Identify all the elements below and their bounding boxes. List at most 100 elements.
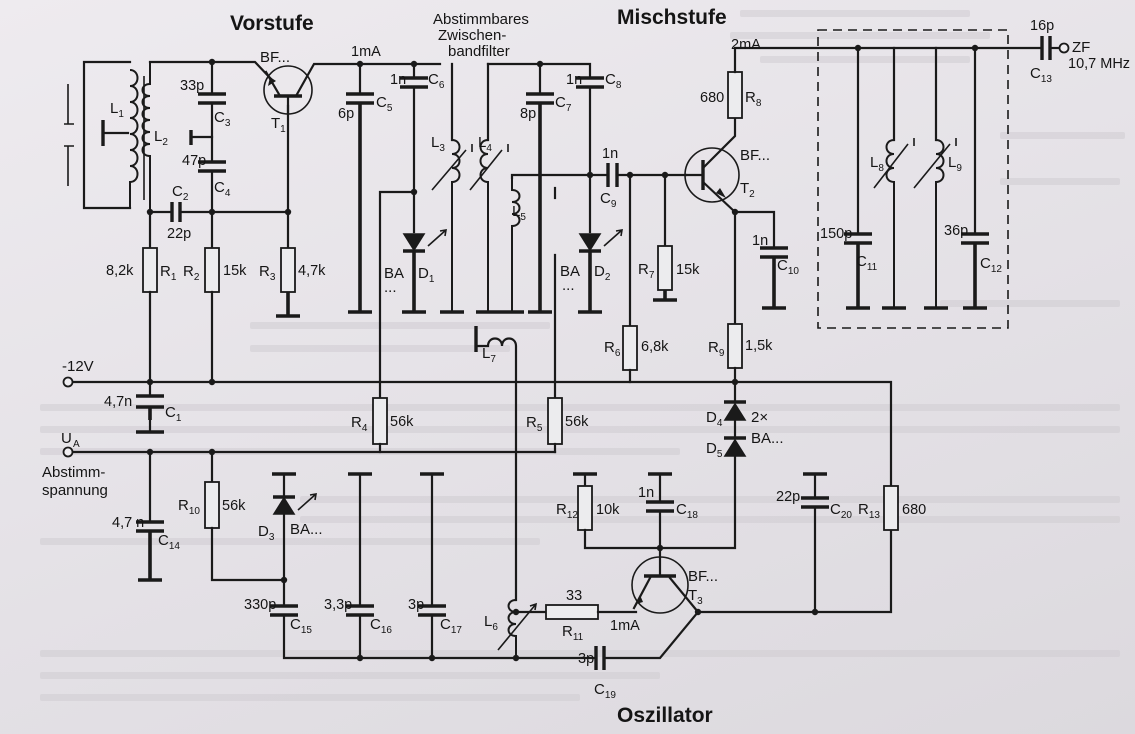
capacitor-c9[interactable] [606,163,619,187]
resistor-r9[interactable] [727,323,743,369]
capacitor-c10[interactable] [760,246,788,259]
inductor-l9[interactable] [935,139,945,308]
capacitor-c13[interactable] [1040,36,1052,60]
capacitor-c5[interactable] [346,92,374,105]
inductor-l4[interactable] [479,139,489,312]
c14-ground [138,531,162,582]
l8-var-arrow [873,138,915,189]
resistor-r6[interactable] [622,325,638,371]
c17-value: 3p [408,597,424,613]
r5-label: R5 [526,414,543,434]
r10-label: R10 [178,497,200,517]
l4-var-arrow [469,144,509,191]
c11-value: 150p [820,226,852,242]
capacitor-c2[interactable] [170,202,182,222]
c12-value: 36p [944,223,968,239]
resistor-r13[interactable] [883,485,899,531]
c4-value: 47p [182,153,206,169]
wire-c8-top [538,62,592,78]
c3-label: C3 [214,109,231,129]
c7-value: 8p [520,106,536,122]
title-bandfilter-line2: Zwischen- [438,27,506,44]
c20-label: C20 [830,501,852,521]
c17-label: C17 [440,616,462,636]
resistor-r12[interactable] [577,485,593,531]
d2-type: BA [560,263,580,280]
c11-label: C11 [856,253,878,273]
c18-label: C18 [676,501,698,521]
diode-d3[interactable] [272,496,296,515]
l9-var-arrow [913,138,957,189]
antenna-input-lower [64,145,74,186]
l3-label: L3 [431,134,445,154]
resistor-r1[interactable] [142,247,158,293]
tuning-label-1: Abstimm- [42,464,105,481]
d3-type: BA... [290,521,323,538]
t2-current: 2mA [731,37,761,53]
resistor-r11[interactable] [545,604,599,620]
d2-var-arrow [603,229,623,247]
diode-d4[interactable] [723,402,747,421]
c15-value: 330p [244,597,276,613]
tuning-terminal[interactable] [62,446,74,458]
r1-value: 8,2k [106,263,134,279]
capacitor-c19[interactable] [594,646,606,670]
r2-value: 15k [223,263,247,279]
resistor-r5[interactable] [547,397,563,445]
inductor-l2[interactable] [141,62,151,212]
c18-value: 1n [638,485,654,501]
capacitor-c20[interactable] [801,496,829,509]
r6-value: 6,8k [641,339,669,355]
r7-label: R7 [638,261,655,281]
resistor-r7[interactable] [657,245,673,291]
d45-count: 2× [751,409,768,426]
t3-label: T3 [688,587,703,607]
inductor-l3[interactable] [451,139,461,312]
inductor-l1[interactable] [129,69,139,208]
resistor-r10[interactable] [204,481,220,529]
c16-value: 3,3p [324,597,352,613]
t3-collector [668,528,893,614]
t1-current: 1mA [351,44,381,60]
inductor-l6[interactable] [507,599,517,658]
c5-ground [348,103,372,314]
inductor-l7[interactable] [474,330,518,602]
capacitor-c7[interactable] [526,92,554,105]
if-output-terminal[interactable] [1058,42,1070,54]
d1-ground [402,251,426,314]
t1-emitter-arrow [268,77,276,86]
d5-label: D5 [706,440,723,460]
r3-label: R3 [259,263,276,283]
title-mischstufe: Mischstufe [617,6,727,29]
d1-type: BA [384,265,404,282]
resistor-r4[interactable] [372,397,388,445]
t2-type: BF... [740,147,770,164]
capacitor-c3[interactable] [198,92,226,105]
r6-label: R6 [604,339,621,359]
l6-label: L6 [484,613,498,633]
capacitor-c18[interactable] [646,500,674,513]
diode-d5[interactable] [723,438,747,457]
resistor-r8[interactable] [727,71,743,119]
resistor-r3[interactable] [280,247,296,293]
inductor-l5[interactable] [511,178,521,312]
resistor-r2[interactable] [204,247,220,293]
if-frequency: 10,7 MHz [1068,56,1130,72]
diode-d2[interactable] [578,233,602,252]
supply-terminal[interactable] [62,376,74,388]
inductor-l8[interactable] [885,139,895,308]
c9-value: 1n [602,146,618,162]
c10-value: 1n [752,233,768,249]
r4-label: R4 [351,414,368,434]
wire-c10-top [733,210,776,248]
c7-label: C7 [555,94,572,114]
c3-value: 33p [180,78,204,94]
wire-d5-t3 [658,454,737,550]
c8-label: C8 [605,71,622,91]
c12-ground [963,243,987,310]
r12-value: 10k [596,502,620,518]
antenna-frame [82,60,132,210]
diode-d1[interactable] [402,233,426,252]
